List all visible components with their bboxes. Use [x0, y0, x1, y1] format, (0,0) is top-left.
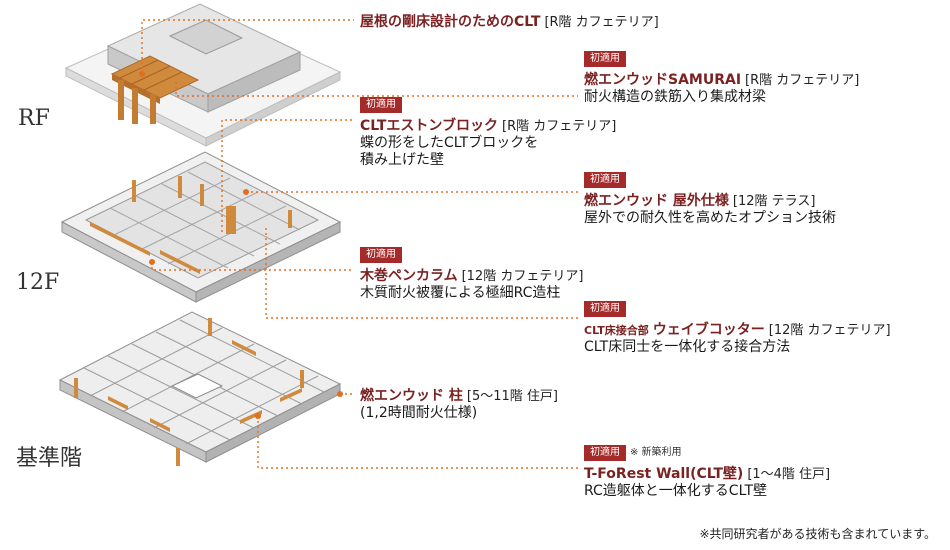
callout-title: 燃エンウッドSAMURAI: [584, 72, 742, 88]
callout-tforest-wall: 初適用 ※ 新築利用 T-FoRest Wall(CLT壁)[1～4階 住戸] R…: [584, 440, 830, 500]
new-construction-note: ※ 新築利用: [630, 447, 682, 458]
callout-outdoor-spec: 初適用 燃エンウッド 屋外仕様[12階 テラス] 屋外での耐久性を高めたオプショ…: [584, 167, 836, 227]
leader-lines: [141, 19, 578, 469]
callout-column: 燃エンウッド 柱[5～11階 住戸] (1,2時間耐火仕様): [360, 385, 558, 422]
callout-wave-cotter: 初適用 CLT床接合部ウェイブコッター[12階 カフェテリア] CLT床同士を一…: [584, 296, 891, 356]
callout-location: [1～4階 住戸]: [747, 467, 831, 482]
first-use-badge: 初適用: [584, 172, 626, 188]
first-use-badge: 初適用: [584, 301, 626, 317]
callout-title: 木巻ペンカラム: [360, 268, 458, 284]
callout-description: 木質耐火被覆による極細RC造柱: [360, 284, 561, 301]
rf-structure: [64, 3, 342, 147]
callout-title: ウェイブコッター: [652, 322, 765, 338]
callout-description: CLT床同士を一体化する接合方法: [584, 338, 791, 355]
callout-description: (1,2時間耐火仕様): [360, 404, 478, 421]
callout-roof-clt: 屋根の剛床設計のためのCLT[R階 カフェテリア]: [360, 11, 659, 31]
floor-label-rf: RF: [18, 106, 50, 131]
callout-title: 燃エンウッド 柱: [360, 388, 463, 404]
callout-description: 耐火構造の鉄筋入り集成材梁: [584, 88, 766, 105]
callout-title: T-FoRest Wall(CLT壁): [584, 466, 744, 482]
callout-description: 積み上げた壁: [360, 151, 444, 168]
floor-label-standard: 基準階: [16, 446, 83, 471]
f12-structure: [60, 151, 342, 303]
callout-pen-column: 初適用 木巻ペンカラム[12階 カフェテリア] 木質耐火被覆による極細RC造柱: [360, 242, 583, 302]
callout-samurai: 初適用 燃エンウッドSAMURAI[R階 カフェテリア] 耐火構造の鉄筋入り集成…: [584, 46, 859, 106]
callout-location: [12階 テラス]: [732, 194, 816, 209]
callout-title: 燃エンウッド 屋外仕様: [584, 193, 729, 209]
callout-title: 屋根の剛床設計のためのCLT: [360, 14, 541, 30]
callout-location: [R階 カフェテリア]: [544, 15, 659, 30]
callout-location: [12階 カフェテリア]: [768, 323, 891, 338]
floor-label-12f: 12F: [16, 270, 60, 295]
callout-description: 屋外での耐久性を高めたオプション技術: [584, 209, 836, 226]
footnote: ※共同研究者がある技術も含まれています。: [699, 527, 937, 541]
callout-description: 蝶の形をしたCLTブロックを: [360, 134, 539, 151]
first-use-badge: 初適用: [584, 51, 626, 67]
callout-clt-block: 初適用 CLTエストンブロック[R階 カフェテリア] 蝶の形をしたCLTブロック…: [360, 92, 616, 168]
callout-prefix: CLT床接合部: [584, 324, 649, 337]
callout-title: CLTエストンブロック: [360, 118, 499, 134]
callout-location: [5～11階 住戸]: [466, 389, 558, 404]
first-use-badge: 初適用: [360, 247, 402, 263]
first-use-badge: 初適用: [360, 97, 402, 113]
standard-floor-structure: [58, 311, 343, 466]
callout-description: RC造躯体と一体化するCLT壁: [584, 482, 768, 499]
callout-location: [R階 カフェテリア]: [745, 73, 860, 88]
first-use-badge: 初適用: [584, 445, 626, 461]
callout-location: [R階 カフェテリア]: [502, 119, 617, 134]
callout-location: [12階 カフェテリア]: [461, 269, 584, 284]
